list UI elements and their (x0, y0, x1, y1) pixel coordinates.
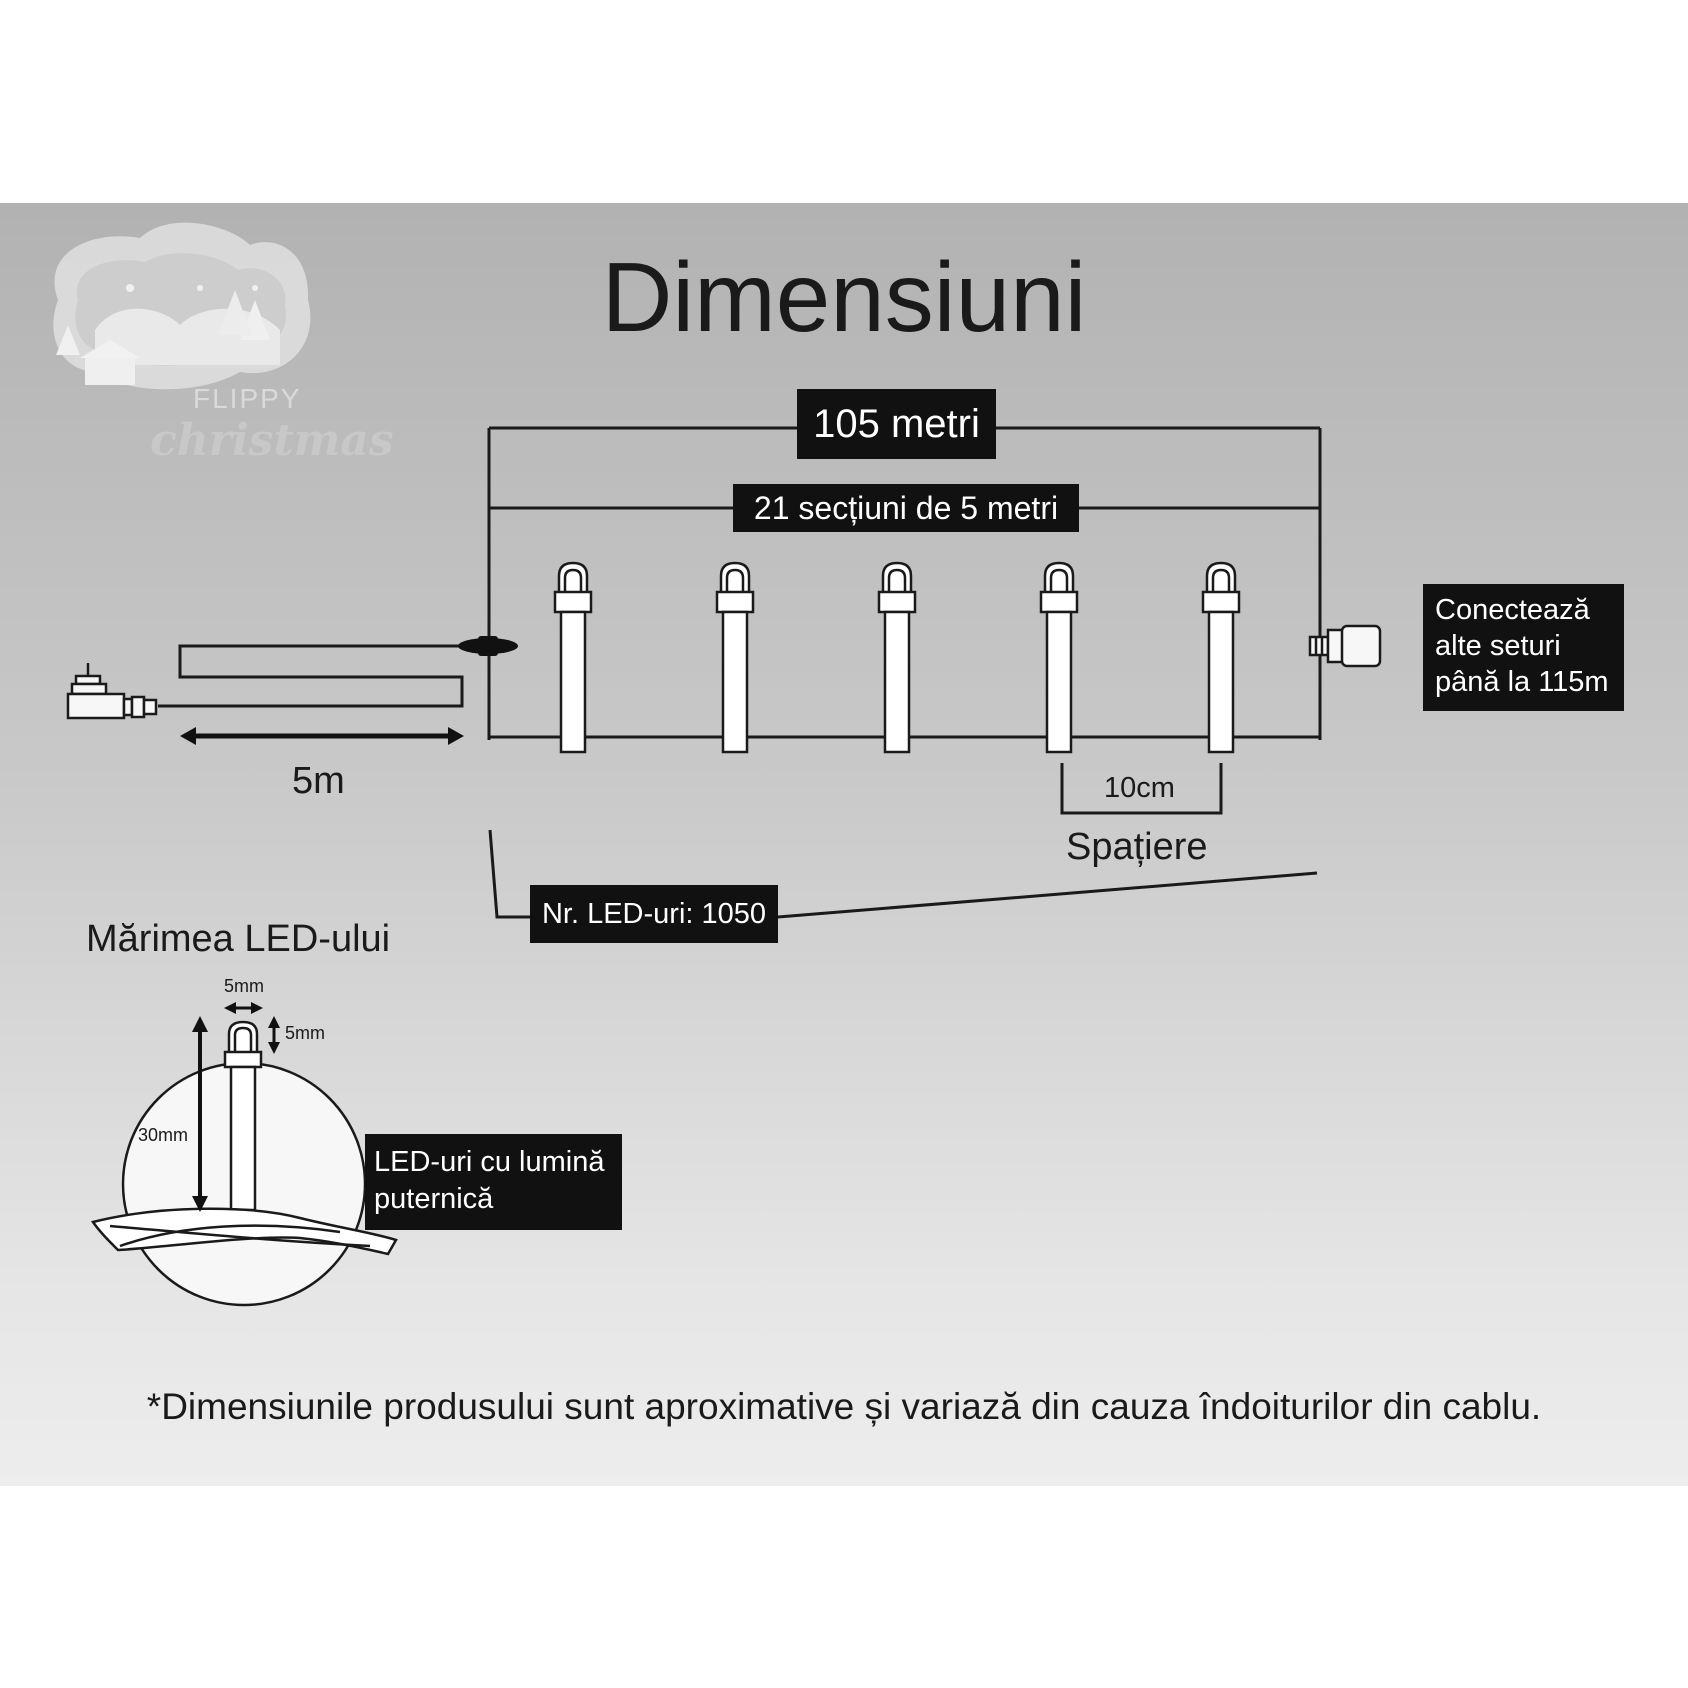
power-adapter-icon (66, 663, 158, 720)
width-arrow (224, 1002, 263, 1014)
lead-length-label: 5m (292, 760, 345, 802)
sections-label: 21 secțiuni de 5 metri (733, 484, 1079, 532)
led-count-label: Nr. LED-uri: 1050 (530, 885, 778, 943)
spacing-bracket (1060, 763, 1223, 815)
led-bulb-icon (877, 561, 917, 754)
height-arrow (192, 1016, 208, 1212)
led-callout-line-2: puternică (374, 1183, 494, 1215)
brand-script: christmas (150, 415, 394, 466)
led-bulb-icon (1039, 561, 1079, 754)
led-size-heading: Mărimea LED-ului (86, 918, 391, 960)
led-height-label: 30mm (138, 1125, 189, 1145)
led-count-leader (488, 829, 1318, 919)
page-title: Dimensiuni (601, 242, 1087, 352)
led-head-label: 5mm (285, 1023, 325, 1043)
led-bulb-icon (1201, 561, 1241, 754)
connect-line-2: alte seturi (1435, 630, 1561, 662)
led-width-label: 5mm (224, 976, 264, 996)
lead-length-arrow (180, 727, 464, 745)
detail-led-icon (223, 1020, 263, 1212)
brand-name: FLIPPY (193, 383, 302, 414)
footnote: *Dimensiunile produsului sunt aproximati… (146, 1386, 1542, 1427)
led-row (553, 561, 1241, 754)
spacing-value-label: 10cm (1104, 772, 1175, 804)
led-callout-line-1: LED-uri cu lumină (374, 1146, 605, 1178)
led-size-detail (90, 1002, 398, 1307)
lead-wire (158, 644, 464, 708)
end-connector-icon (1308, 624, 1382, 668)
connect-line-3: până la 115m (1435, 666, 1609, 698)
total-length-label: 105 metri (797, 389, 996, 459)
head-arrow (268, 1016, 280, 1054)
spacing-caption: Spațiere (1066, 826, 1208, 868)
led-callout-label: LED-uri cu lumină puternică (365, 1134, 622, 1230)
lead-connector-icon (458, 636, 518, 656)
connect-line-1: Conectează (1435, 594, 1590, 626)
cable-twist-icon (90, 1207, 398, 1256)
led-bulb-icon (715, 561, 755, 754)
connect-label: Conectează alte seturi până la 115m (1423, 584, 1624, 711)
led-bulb-icon (553, 561, 593, 754)
